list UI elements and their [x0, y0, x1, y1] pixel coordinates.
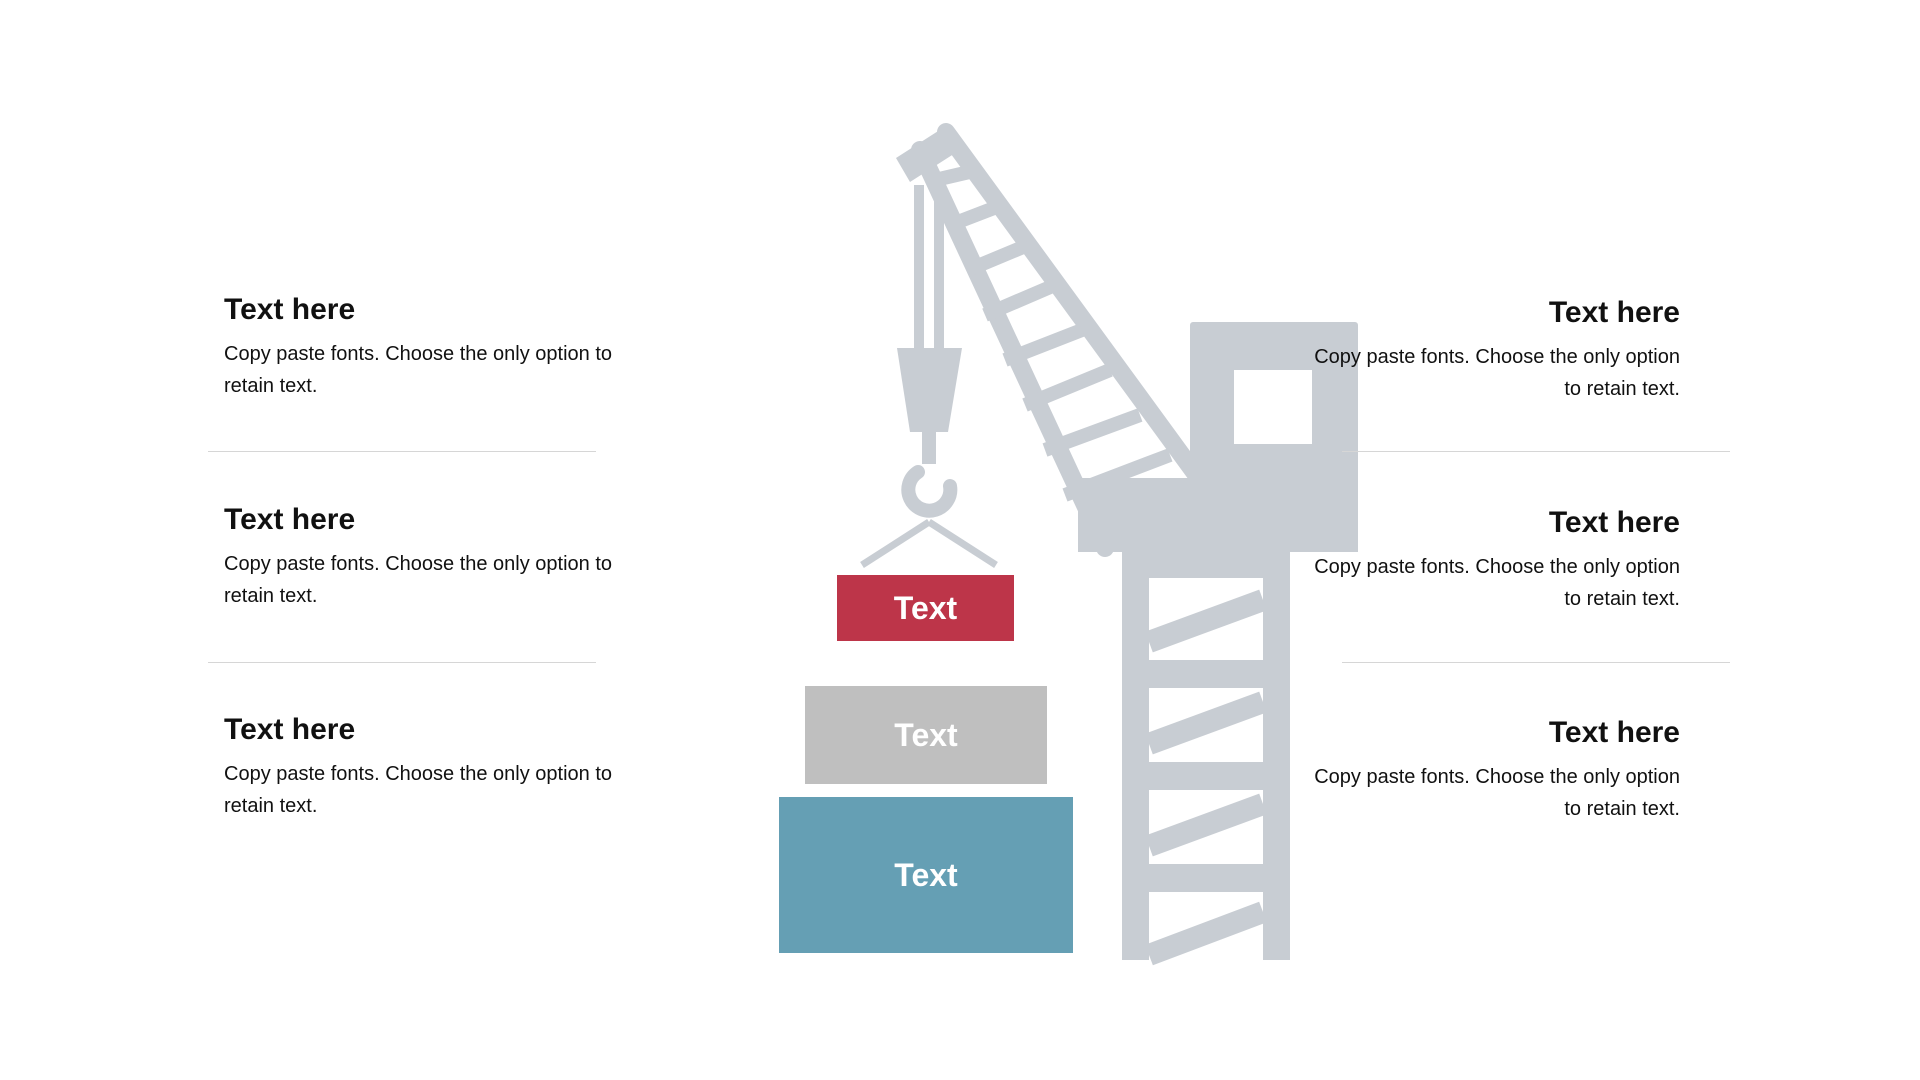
divider-right-1: [1342, 451, 1730, 452]
box-label: Text: [893, 589, 958, 626]
item-body: Copy paste fonts. Choose the only option…: [1314, 766, 1680, 820]
crane-jib-rail: [937, 123, 1209, 489]
left-item-3: Text here Copy paste fonts. Choose the o…: [224, 712, 654, 822]
item-body: Copy paste fonts. Choose the only option…: [1314, 556, 1680, 610]
item-title: Text here: [224, 293, 356, 326]
crane-jib-rail: [911, 141, 1114, 557]
crane-sling: [860, 519, 931, 568]
crane-jib-lattice: [1042, 408, 1143, 457]
box-top: Text: [837, 575, 1014, 641]
right-item-1: Text here Copy paste fonts. Choose the o…: [1250, 295, 1680, 405]
crane-jib-lattice: [947, 198, 1005, 232]
item-body: Copy paste fonts. Choose the only option…: [1314, 346, 1680, 400]
box-middle: Text: [805, 686, 1047, 784]
divider-left-2: [208, 662, 596, 663]
crane-jib-lattice: [982, 278, 1058, 322]
item-title: Text here: [1548, 506, 1680, 539]
crane-tower-diagonal: [1145, 901, 1267, 966]
crane-hook-shank: [922, 432, 936, 464]
crane-tower-rung: [1149, 864, 1263, 892]
crane-tower-diagonal: [1145, 691, 1267, 755]
crane-tower-leg: [1122, 552, 1149, 960]
right-item-3: Text here Copy paste fonts. Choose the o…: [1250, 715, 1680, 825]
item-body: Copy paste fonts. Choose the only option…: [224, 763, 613, 817]
item-title: Text here: [224, 503, 356, 536]
box-label: Text: [894, 856, 958, 893]
divider-left-1: [208, 451, 596, 452]
crane-jib-lattice: [965, 238, 1031, 277]
crane-cable: [914, 185, 924, 350]
item-body: Copy paste fonts. Choose the only option…: [224, 553, 613, 607]
crane-jib-lattice: [1022, 363, 1113, 412]
left-item-1: Text here Copy paste fonts. Choose the o…: [224, 292, 654, 402]
crane-cable: [934, 185, 944, 350]
box-label: Text: [894, 716, 958, 753]
crane-hook: [901, 465, 958, 518]
crane-cab-base: [1078, 478, 1358, 552]
item-title: Text here: [1548, 296, 1680, 329]
crane-tower-head: [1122, 552, 1290, 578]
crane-tower-rung: [1149, 762, 1263, 790]
divider-right-2: [1342, 662, 1730, 663]
crane-tower-diagonal: [1145, 793, 1267, 857]
box-bottom: Text: [779, 797, 1073, 953]
crane-tower-leg: [1263, 552, 1290, 960]
item-title: Text here: [1548, 716, 1680, 749]
crane-tower-diagonal: [1145, 589, 1267, 653]
crane-sling: [927, 519, 998, 568]
item-title: Text here: [224, 713, 356, 746]
crane-cab-window: [1234, 370, 1312, 444]
crane-jib-lattice: [1002, 323, 1085, 367]
left-item-2: Text here Copy paste fonts. Choose the o…: [224, 502, 654, 612]
crane-jib-lattice: [933, 163, 980, 187]
crane-tower-rung: [1149, 660, 1263, 688]
crane-hook-block: [897, 348, 962, 432]
right-item-2: Text here Copy paste fonts. Choose the o…: [1250, 505, 1680, 615]
item-body: Copy paste fonts. Choose the only option…: [224, 343, 613, 397]
